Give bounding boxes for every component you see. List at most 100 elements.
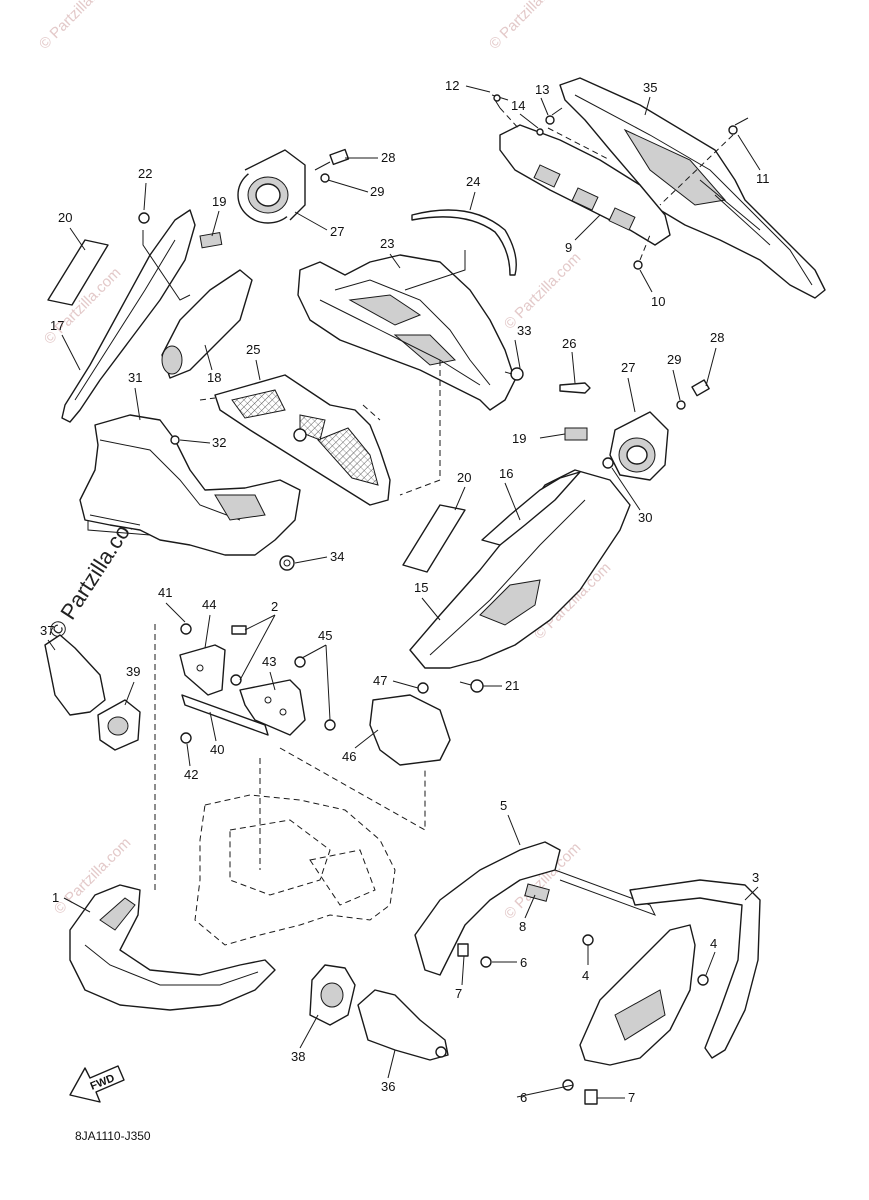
part-38-plate [309,964,356,1026]
callout: 4 [710,936,717,951]
frame-outline [194,794,396,946]
part-16-upper [481,471,581,546]
part-19-pad-left [199,231,223,249]
bolt-2 [230,625,247,686]
callout: 16 [499,466,513,481]
part-8-pad [524,883,550,902]
callout: 9 [565,240,572,255]
callout: 3 [752,870,759,885]
callout: 39 [126,664,140,679]
callout: 6 [520,1090,527,1105]
part-39-plate [97,699,141,751]
callout: 29 [667,352,681,367]
callout: 4 [582,968,589,983]
callout: 22 [138,166,152,181]
callout: 31 [128,370,142,385]
part-23-cover [297,254,516,411]
callout: 35 [643,80,657,95]
part-3-bar [629,879,761,1059]
diagram-code: 8JA1110-J350 [75,1129,151,1143]
fastener-12 [491,94,509,109]
callout: 12 [445,78,459,93]
part-40-bar [181,694,269,736]
fastener-10 [633,260,643,270]
part-27-ring-right [609,411,669,481]
part-44-bracket [179,644,226,696]
part-43-bracket [239,679,306,736]
callout: 36 [381,1079,395,1094]
part-37-cover [44,634,106,716]
watermark: © Partzilla.com [486,0,569,53]
part-27-ring-top [237,149,306,224]
callout: 10 [651,294,665,309]
callout: 30 [638,510,652,525]
callout: 28 [381,150,395,165]
part-35-visor [559,77,826,299]
callout: 18 [207,370,221,385]
part-17-panel [61,209,196,423]
part-19-pad-right [564,427,588,441]
callout: 20 [457,470,471,485]
callout: 33 [517,323,531,338]
callout: 37 [40,623,54,638]
callout: 19 [512,431,526,446]
callout: 26 [562,336,576,351]
part-9-bracket [499,124,671,246]
washer-29-top [320,173,330,183]
part-18-duct [161,269,253,379]
part-24-strip [411,209,517,276]
callout-labels: 1 2 3 4 4 5 6 6 7 7 8 9 10 11 12 13 14 1… [40,78,770,1105]
part-46-cover [369,694,451,766]
fastener-11 [728,117,749,135]
screw-21 [459,679,484,693]
callout: 19 [212,194,226,209]
callout: 13 [535,82,549,97]
callout: 47 [373,673,387,688]
fwd-arrow: FWD [69,1065,125,1103]
callout: 27 [330,224,344,239]
part-36-cover [357,989,449,1061]
clip-26 [559,382,591,394]
callout: 6 [520,955,527,970]
callout: 43 [262,654,276,669]
fastener-14 [536,128,544,136]
clip-7 [457,943,598,1105]
bolt-28-top [314,148,350,171]
callout: 24 [466,174,480,189]
callout: 2 [271,599,278,614]
callout: 34 [330,549,344,564]
callout: 23 [380,236,394,251]
part-5-guard [414,841,657,976]
bolt-4 [582,934,709,986]
part-20-label-left [47,239,109,306]
fastener-13 [545,107,563,125]
callout: 1 [52,890,59,905]
screw-47 [417,682,429,694]
nut-34 [279,555,295,571]
callout: 42 [184,767,198,782]
bolt-6 [480,956,574,1091]
part-31-cowl [79,414,301,556]
callout: 11 [756,171,770,186]
bolt-32 [170,435,180,445]
callout: 25 [246,342,260,357]
callout: 7 [455,986,462,1001]
callout: 21 [505,678,519,693]
callout: 14 [511,98,525,113]
part-20-label-right [402,504,466,573]
callout: 40 [210,742,224,757]
callout: 15 [414,580,428,595]
part-1-lower-cowl [69,884,276,1011]
washer-29-right [676,400,686,410]
nut-30 [602,457,614,469]
part-5-lower-guard [579,924,696,1066]
leader-lines [47,85,761,1099]
bolt-22 [138,212,150,224]
callout: 44 [202,597,216,612]
callout: 28 [710,330,724,345]
bolt-41 [180,623,192,635]
callout: 20 [58,210,72,225]
part-25-mesh-panel [214,374,391,506]
watermark: © Partzilla.com [36,0,119,53]
